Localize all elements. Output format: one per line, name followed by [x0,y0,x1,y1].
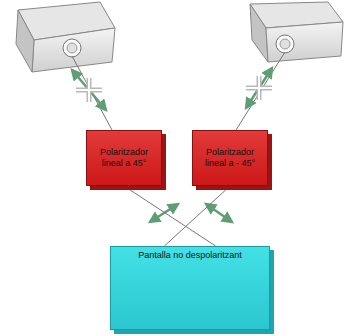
node-label: Pantalla no despolaritzant [138,250,242,261]
node-label: Polaritzador lineal a 45° [93,147,155,169]
polarization-arrow [206,204,232,222]
polarizer-box: Polaritzador lineal a - 45° [192,130,268,186]
unpolarized-symbol [246,68,272,108]
light-beam [72,56,112,130]
screen-box: Pantalla no despolaritzant [110,246,270,330]
node-label: Polaritzador lineal a - 45° [199,147,261,169]
unpolarized-symbol [72,70,106,110]
light-beam [124,186,216,246]
polarization-arrow [150,204,178,222]
right-projector [250,2,343,62]
light-beam [236,52,285,130]
left-projector [16,2,115,72]
polarizer-box: Polaritzador lineal a 45° [86,130,162,186]
light-beam [164,186,230,246]
